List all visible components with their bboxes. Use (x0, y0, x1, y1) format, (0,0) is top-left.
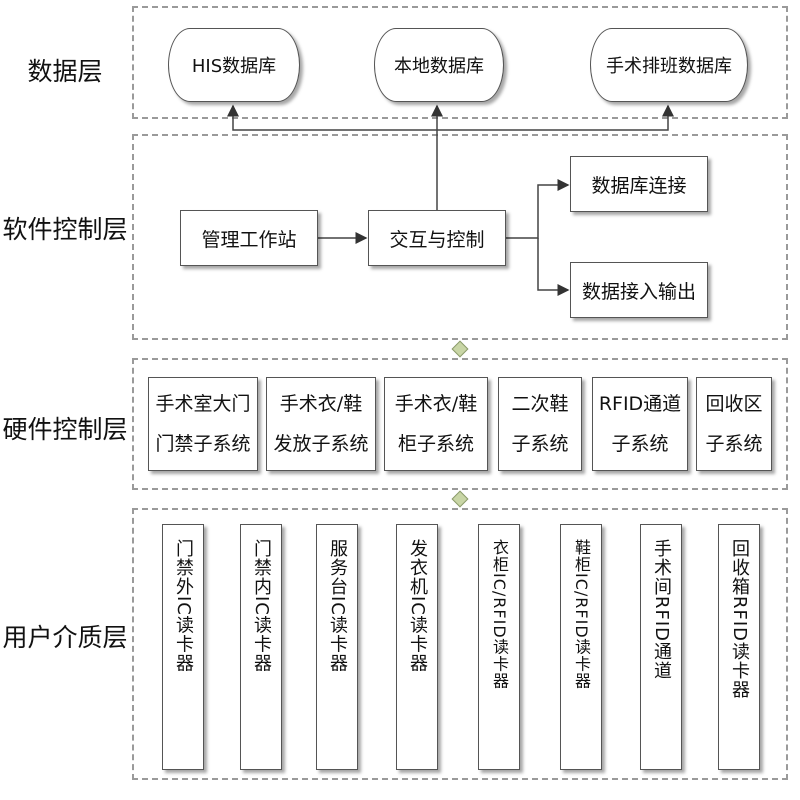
user-layer-label: 用户介质层 (2, 623, 128, 652)
device-door-outside-ic-reader: 门禁外IC读卡器 (162, 524, 204, 770)
arrow-interaction-to-db-connect (506, 179, 570, 239)
hardware-subsystem-line1: RFID通道 (598, 393, 682, 415)
hardware-subsystem-line2: 子系统 (511, 433, 569, 455)
hardware-subsystem-second-shoes: 二次鞋 子系统 (498, 377, 582, 471)
hardware-subsystem-line1: 二次鞋 (511, 393, 569, 415)
device-service-desk-ic-reader: 服务台IC读卡器 (316, 524, 358, 770)
hardware-subsystem-line1: 手术衣/鞋 (394, 393, 478, 415)
hardware-subsystem-line2: 发放子系统 (273, 433, 369, 455)
hardware-subsystem-line1: 手术衣/鞋 (279, 393, 363, 415)
data-input-output: 数据接入输出 (570, 262, 708, 318)
hardware-subsystem-dispense: 手术衣/鞋 发放子系统 (266, 377, 376, 471)
hardware-subsystem-line2: 子系统 (611, 433, 669, 455)
hardware-subsystem-line1: 回收区 (705, 393, 763, 415)
device-shoe-cabinet-ic-rfid-reader: 鞋柜IC/RFID读卡器 (560, 524, 602, 770)
software-layer-label: 软件控制层 (2, 215, 128, 244)
his-database: HIS数据库 (168, 28, 300, 102)
interaction-control: 交互与控制 (368, 210, 506, 266)
device-recycle-bin-rfid-reader: 回收箱RFID读卡器 (718, 524, 760, 770)
arrow-bus-to-surgery-db (437, 104, 674, 131)
local-database: 本地数据库 (374, 28, 504, 102)
hardware-subsystem-rfid-channel: RFID通道 子系统 (592, 377, 688, 471)
data-layer-label: 数据层 (27, 57, 103, 86)
device-door-inside-ic-reader: 门禁内IC读卡器 (240, 524, 282, 770)
surgery-schedule-database: 手术排班数据库 (590, 28, 748, 102)
device-operating-room-rfid-channel: 手术间RFID通道 (640, 524, 682, 770)
hardware-subsystem-recycle: 回收区 子系统 (696, 377, 772, 471)
management-workstation: 管理工作站 (180, 210, 318, 266)
hardware-subsystem-cabinet: 手术衣/鞋 柜子系统 (384, 377, 488, 471)
hardware-subsystem-door-access: 手术室大门 门禁子系统 (148, 377, 258, 471)
device-gown-cabinet-ic-rfid-reader: 衣柜IC/RFID读卡器 (478, 524, 520, 770)
hardware-subsystem-line2: 门禁子系统 (155, 433, 251, 455)
hardware-subsystem-line2: 子系统 (705, 433, 763, 455)
arrow-bus-to-his-db (227, 104, 437, 131)
arrow-interaction-to-data-io (537, 238, 570, 296)
hardware-layer-label: 硬件控制层 (2, 415, 128, 444)
device-gown-dispenser-ic-reader: 发衣机IC读卡器 (396, 524, 438, 770)
hardware-subsystem-line2: 柜子系统 (397, 433, 474, 455)
hardware-subsystem-line1: 手术室大门 (155, 393, 251, 415)
database-connection: 数据库连接 (570, 156, 708, 212)
